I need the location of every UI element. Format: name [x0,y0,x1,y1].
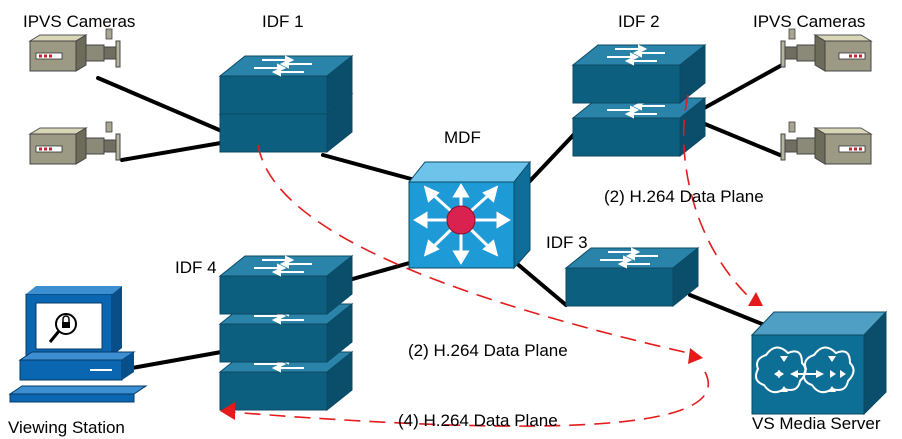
idf1-switch-stack [219,55,353,153]
flow-arrowheads [220,292,763,420]
ipvs-cameras-left-label: IPVS Cameras [23,12,136,31]
idf2-switch-stack [572,44,706,157]
flow-idf2-to-server [682,94,751,299]
link-idf1-mdf [321,153,417,182]
link-mdf-idf3 [513,260,568,307]
link-cam2-idf1 [120,138,240,162]
idf2-label: IDF 2 [618,12,660,31]
viewing-station-label: Viewing Station [8,418,125,437]
arrowhead [220,402,235,420]
camera-icon [29,28,121,72]
camera-icon [29,121,121,165]
layer2-switch-icon [219,255,353,315]
arrowhead [748,292,763,306]
layer2-switch-icon [572,44,706,104]
link-mdf-idf4 [340,260,415,284]
layer2-switch-icon [565,247,699,307]
multilayer-switch-icon [407,160,532,270]
idf4-label: IDF 4 [175,258,217,277]
data-flows [229,94,751,427]
workstation-icon [8,286,148,403]
idf3-label: IDF 3 [546,233,588,252]
ipvs-cameras-right-label: IPVS Cameras [753,12,866,31]
flow-server-to-station [229,371,710,427]
idf4-switch-stack [219,255,353,411]
flow-label-idf4: (2) H.264 Data Plane [408,341,568,360]
idf3-switch [565,247,699,307]
idf1-label: IDF 1 [262,12,304,31]
media-server-label: VS Media Server [752,414,881,433]
link-cam1-idf1 [96,76,240,140]
flow-label-return: (4) H.264 Data Plane [398,411,558,430]
mdf-label: MDF [444,128,481,147]
flow-idf1-to-server [257,144,698,356]
layer2-switch-icon [219,55,353,115]
media-server-icon [750,310,888,416]
arrowhead [688,348,703,364]
camera-icon [780,121,872,165]
flow-label-idf2: (2) H.264 Data Plane [604,187,764,206]
link-mdf-idf2 [526,126,582,185]
camera-icon [780,28,872,72]
